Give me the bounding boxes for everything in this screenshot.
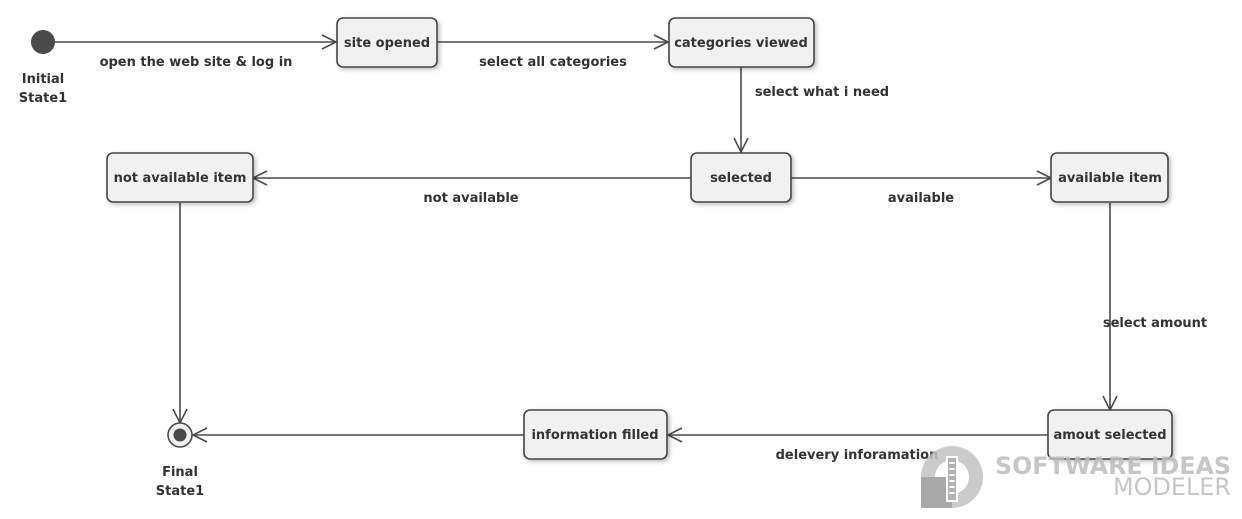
initial-state[interactable]: Initial State1 xyxy=(19,30,67,106)
state-label: available item xyxy=(1058,171,1162,186)
transition-label-select-amount: select amount xyxy=(1103,316,1207,331)
state-amout-selected[interactable]: amout selected xyxy=(1047,409,1173,460)
initial-state-label-line2: State1 xyxy=(19,91,67,106)
software-ideas-logo: SOFTWARE IDEAS MODELER xyxy=(921,446,1231,508)
state-categories-viewed[interactable]: categories viewed xyxy=(668,17,815,68)
state-site-opened[interactable]: site opened xyxy=(336,17,438,68)
transition-select-categories xyxy=(437,34,670,50)
state-label: amout selected xyxy=(1053,428,1166,443)
state-selected[interactable]: selected xyxy=(690,152,792,203)
state-available-item[interactable]: available item xyxy=(1050,152,1169,203)
state-not-available-item[interactable]: not available item xyxy=(106,152,254,203)
transition-delevery-info xyxy=(666,427,1048,443)
state-label: information filled xyxy=(531,428,658,443)
state-label: categories viewed xyxy=(674,36,808,51)
final-state-label-line1: Final xyxy=(162,465,198,480)
initial-state-label-line1: Initial xyxy=(22,72,64,87)
transition-select-amount xyxy=(1102,203,1118,412)
transition-label-select-categories: select all categories xyxy=(479,55,627,70)
initial-state-dot xyxy=(31,30,55,54)
transition-available xyxy=(791,170,1053,186)
state-label: selected xyxy=(710,171,772,186)
final-state-label-line2: State1 xyxy=(156,484,204,499)
logo-icon xyxy=(921,446,983,508)
state-label: site opened xyxy=(344,36,430,51)
state-information-filled[interactable]: information filled xyxy=(523,409,668,460)
state-label: not available item xyxy=(114,171,247,186)
transition-info-to-final xyxy=(191,427,524,443)
transition-label-available: available xyxy=(888,191,954,206)
logo-text-software-ideas: SOFTWARE IDEAS xyxy=(995,452,1231,480)
transition-select-need xyxy=(733,67,749,154)
transition-label-delevery-info: delevery inforamation xyxy=(776,448,939,463)
transition-not-available-to-final xyxy=(172,203,188,425)
logo-text-modeler: MODELER xyxy=(1113,473,1231,501)
transition-label-not-available: not available xyxy=(423,191,518,206)
transition-open-site xyxy=(55,34,338,50)
final-state-dot xyxy=(173,428,187,442)
transition-label-select-need: select what i need xyxy=(755,85,889,100)
transition-label-open-site: open the web site & log in xyxy=(100,55,293,70)
final-state[interactable]: Final State1 xyxy=(156,422,204,499)
transition-not-available xyxy=(251,170,691,186)
